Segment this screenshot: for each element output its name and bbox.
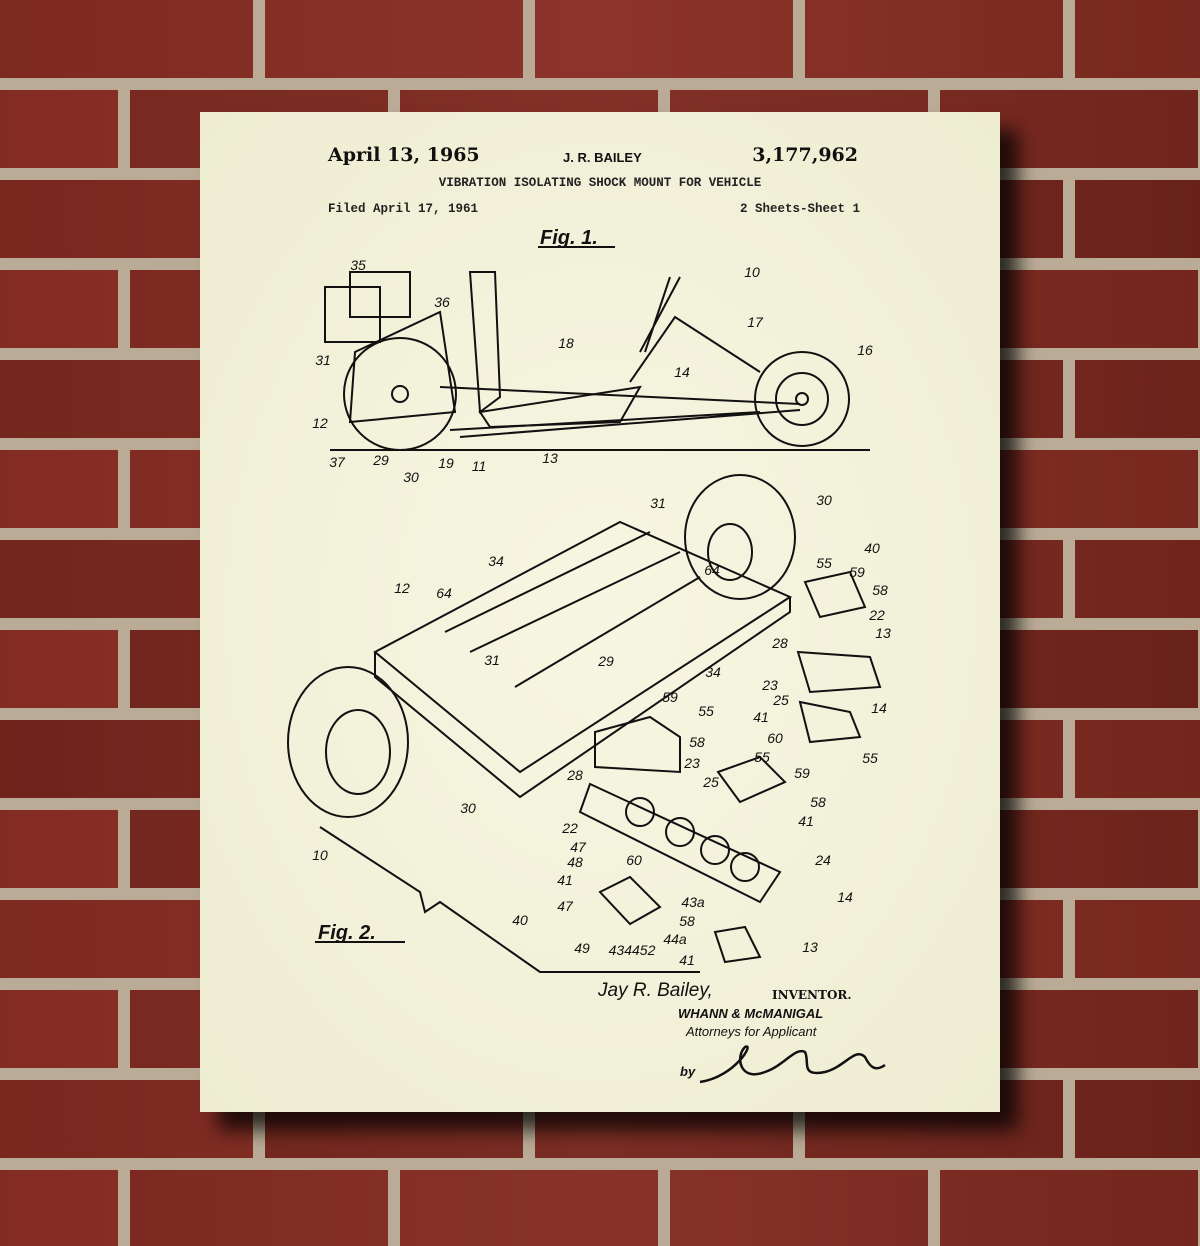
- reference-numeral: 14: [674, 364, 690, 380]
- reference-numeral: 37: [329, 454, 345, 470]
- reference-numeral: 22: [562, 820, 578, 836]
- reference-numeral: 31: [315, 352, 331, 368]
- reference-numeral: 40: [512, 912, 528, 928]
- reference-numeral: 11: [471, 458, 487, 474]
- patent-title: VIBRATION ISOLATING SHOCK MOUNT FOR VEHI…: [438, 176, 762, 190]
- reference-numeral: 55: [698, 703, 714, 719]
- reference-numeral: 60: [767, 730, 783, 746]
- reference-numeral: 18: [558, 335, 574, 351]
- reference-numeral: 55: [816, 555, 832, 571]
- reference-numeral: 434452: [608, 942, 656, 958]
- reference-numeral: 13: [802, 939, 818, 955]
- reference-numeral: 34: [488, 553, 504, 569]
- reference-numeral: 14: [871, 700, 887, 716]
- reference-numeral: 60: [626, 852, 642, 868]
- reference-numeral: 41: [679, 952, 695, 968]
- reference-numeral: 17: [747, 314, 763, 330]
- reference-numeral: 22: [869, 607, 885, 623]
- fig2-label: Fig. 2.: [318, 922, 376, 944]
- reference-numeral: 64: [704, 562, 720, 578]
- reference-numeral: 29: [373, 452, 389, 468]
- reference-numeral: 10: [744, 264, 760, 280]
- reference-numeral: 25: [773, 692, 789, 708]
- reference-numeral: 58: [679, 913, 695, 929]
- patent-sheets: 2 Sheets-Sheet 1: [739, 202, 860, 216]
- reference-numeral: 58: [810, 794, 826, 810]
- attorneys-label: Attorneys for Applicant: [686, 1024, 817, 1039]
- reference-numeral: 19: [438, 455, 454, 471]
- reference-numeral: 47: [557, 898, 573, 914]
- patent-date: April 13, 1965: [328, 144, 480, 166]
- reference-numeral: 59: [849, 564, 865, 580]
- reference-numeral: 41: [557, 872, 573, 888]
- reference-numeral: 28: [772, 635, 788, 651]
- reference-numeral: 55: [862, 750, 878, 766]
- reference-numeral: 59: [794, 765, 810, 781]
- by-label: by: [680, 1064, 696, 1079]
- reference-numeral: 64: [436, 585, 452, 601]
- reference-numeral: 10: [312, 847, 328, 863]
- reference-numeral: 24: [815, 852, 831, 868]
- reference-numeral: 58: [872, 582, 888, 598]
- inventor-label: INVENTOR.: [772, 988, 852, 1002]
- reference-numeral: 41: [798, 813, 814, 829]
- reference-numeral: 47: [570, 839, 586, 855]
- reference-numeral: 44a: [663, 931, 687, 947]
- reference-numeral: 12: [394, 580, 410, 596]
- reference-numeral: 28: [567, 767, 583, 783]
- reference-numeral: 58: [689, 734, 705, 750]
- reference-numeral: 43a: [681, 894, 705, 910]
- reference-numeral: 35: [350, 257, 366, 273]
- inventor-signature: Jay R. Bailey,: [598, 980, 713, 1001]
- reference-numeral: 25: [703, 774, 719, 790]
- attorneys-name: WHANN & McMANIGAL: [678, 1006, 824, 1021]
- attorney-signature: [699, 1045, 886, 1084]
- reference-numeral: 30: [816, 492, 832, 508]
- reference-numeral: 30: [403, 469, 419, 485]
- reference-numeral: 23: [684, 755, 700, 771]
- reference-numeral: 36: [434, 294, 450, 310]
- fig2-chassis-drawing: [287, 474, 882, 973]
- patent-inventor-header: J. R. BAILEY: [563, 150, 642, 165]
- reference-numeral: 34: [705, 664, 721, 680]
- reference-numeral: 13: [875, 625, 891, 641]
- fig1-kart-drawing: [324, 271, 870, 451]
- patent-drawing: [287, 246, 882, 973]
- reference-numeral: 40: [864, 540, 880, 556]
- reference-numeral: 16: [857, 342, 873, 358]
- fig1-label: Fig. 1.: [540, 227, 598, 249]
- reference-numeral: 55: [754, 749, 770, 765]
- reference-numeral: 23: [762, 677, 778, 693]
- reference-numeral: 31: [484, 652, 500, 668]
- reference-numeral: 48: [567, 854, 583, 870]
- reference-numeral: 41: [753, 709, 769, 725]
- reference-numeral: 12: [312, 415, 328, 431]
- reference-numeral: 59: [662, 689, 678, 705]
- reference-numeral: 49: [574, 940, 590, 956]
- reference-numeral: 13: [542, 450, 558, 466]
- patent-number: 3,177,962: [752, 144, 858, 166]
- reference-numeral: 30: [460, 800, 476, 816]
- reference-numeral: 29: [598, 653, 614, 669]
- reference-numeral: 31: [650, 495, 666, 511]
- reference-numeral: 14: [837, 889, 853, 905]
- patent-filed: Filed April 17, 1961: [328, 202, 479, 216]
- patent-poster: April 13, 1965 J. R. BAILEY 3,177,962 VI…: [200, 112, 1000, 1112]
